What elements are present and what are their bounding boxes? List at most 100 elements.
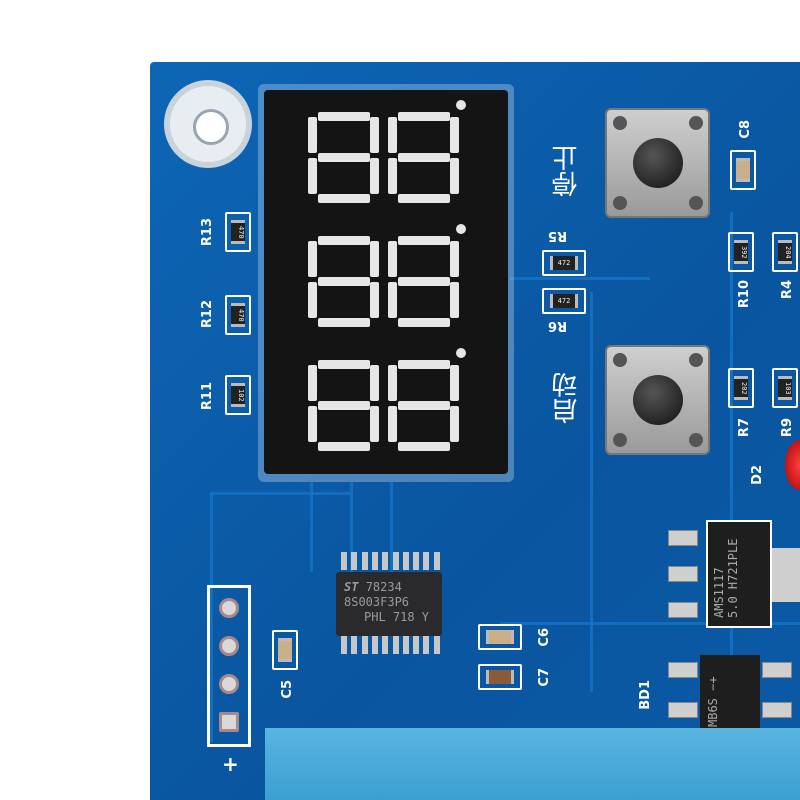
stop-label: 停止 (552, 145, 582, 197)
segment (388, 365, 397, 401)
segment (318, 401, 370, 410)
label-c5: C5 (280, 680, 295, 699)
capacitor-c8 (730, 150, 756, 190)
segment (450, 117, 459, 153)
segment (388, 158, 397, 194)
ic-pin (392, 552, 399, 570)
label-r10: R10 (737, 280, 752, 309)
label-c8: C8 (738, 120, 753, 139)
display-digit (308, 112, 379, 203)
start-label: 启动 (552, 372, 582, 424)
segment (370, 158, 379, 194)
segment (398, 194, 450, 203)
ic-pin (413, 552, 420, 570)
segment (398, 442, 450, 451)
segment (398, 112, 450, 121)
bridge-minus: − (706, 683, 720, 691)
pin-header (207, 585, 251, 747)
relay-block (265, 728, 800, 800)
label-r9: R9 (780, 418, 795, 438)
segment (398, 360, 450, 369)
segment (370, 406, 379, 442)
label-c7: C7 (537, 668, 552, 687)
segment (318, 318, 370, 327)
resistor-r4: 204 (772, 232, 798, 272)
label-d2: D2 (750, 465, 765, 485)
segment (450, 406, 459, 442)
segment (450, 282, 459, 318)
segment (388, 117, 397, 153)
label-r11: R11 (200, 382, 215, 411)
ic-pin (433, 636, 440, 654)
resistor-r11: 102 (225, 375, 251, 415)
regulator-line1: AMS1117 (712, 567, 726, 618)
resistor-r10: 392 (728, 232, 754, 272)
segment (318, 153, 370, 162)
ic-pin (402, 552, 409, 570)
resistor-r12: 470 (225, 295, 251, 335)
segment (370, 282, 379, 318)
segment (398, 401, 450, 410)
label-r5: R5 (548, 228, 568, 243)
segment (398, 277, 450, 286)
st-logo: ST (344, 580, 359, 594)
segment (308, 158, 317, 194)
segment (308, 365, 317, 401)
decimal-point (456, 348, 466, 358)
segment (388, 406, 397, 442)
display-digit (388, 112, 459, 203)
ic-pin (351, 636, 358, 654)
ic-pin (382, 636, 389, 654)
mcu-line1: 78234 (365, 580, 402, 594)
ic-pin (371, 552, 378, 570)
label-bd1: BD1 (638, 680, 653, 710)
seven-segment-display (258, 84, 514, 482)
resistor-r5: 472 (542, 250, 586, 276)
segment (388, 282, 397, 318)
segment (308, 282, 317, 318)
bridge-text: MB6S (706, 698, 720, 727)
mcu-line2: 8S003F3P6 (344, 595, 410, 609)
ic-pin (341, 552, 347, 570)
ic-pin (423, 636, 430, 654)
label-plus: + (222, 752, 239, 776)
ic-pin (371, 636, 378, 654)
ic-pin (361, 636, 368, 654)
label-c6: C6 (537, 628, 552, 647)
ic-pin (351, 552, 358, 570)
label-r7: R7 (737, 418, 752, 438)
segment (318, 236, 370, 245)
ic-pin (382, 552, 389, 570)
ic-pin (433, 552, 440, 570)
bridge-plus: + (706, 676, 720, 684)
segment (318, 277, 370, 286)
segment (398, 236, 450, 245)
mounting-hole (164, 80, 252, 168)
segment (308, 117, 317, 153)
display-digit (308, 236, 379, 327)
display-digit (388, 360, 459, 451)
start-button[interactable] (605, 345, 710, 455)
ic-pin (402, 636, 409, 654)
segment (318, 442, 370, 451)
segment (308, 406, 317, 442)
label-r13: R13 (200, 218, 215, 247)
segment (398, 318, 450, 327)
label-r6: R6 (548, 318, 568, 333)
led-d2 (785, 440, 800, 490)
label-r4: R4 (780, 280, 795, 300)
display-digit (308, 360, 379, 451)
capacitor-c6 (478, 624, 522, 650)
decimal-point (456, 224, 466, 234)
segment (450, 365, 459, 401)
ic-pin (341, 636, 347, 654)
stop-button[interactable] (605, 108, 710, 218)
segment (370, 117, 379, 153)
mcu-line3: PHL 718 Y (364, 610, 430, 624)
capacitor-c7 (478, 664, 522, 690)
resistor-r9: 103 (772, 368, 798, 408)
regulator-line2: 5.0 H721PLE (726, 538, 740, 618)
ic-pin (423, 552, 430, 570)
segment (450, 158, 459, 194)
segment (308, 241, 317, 277)
